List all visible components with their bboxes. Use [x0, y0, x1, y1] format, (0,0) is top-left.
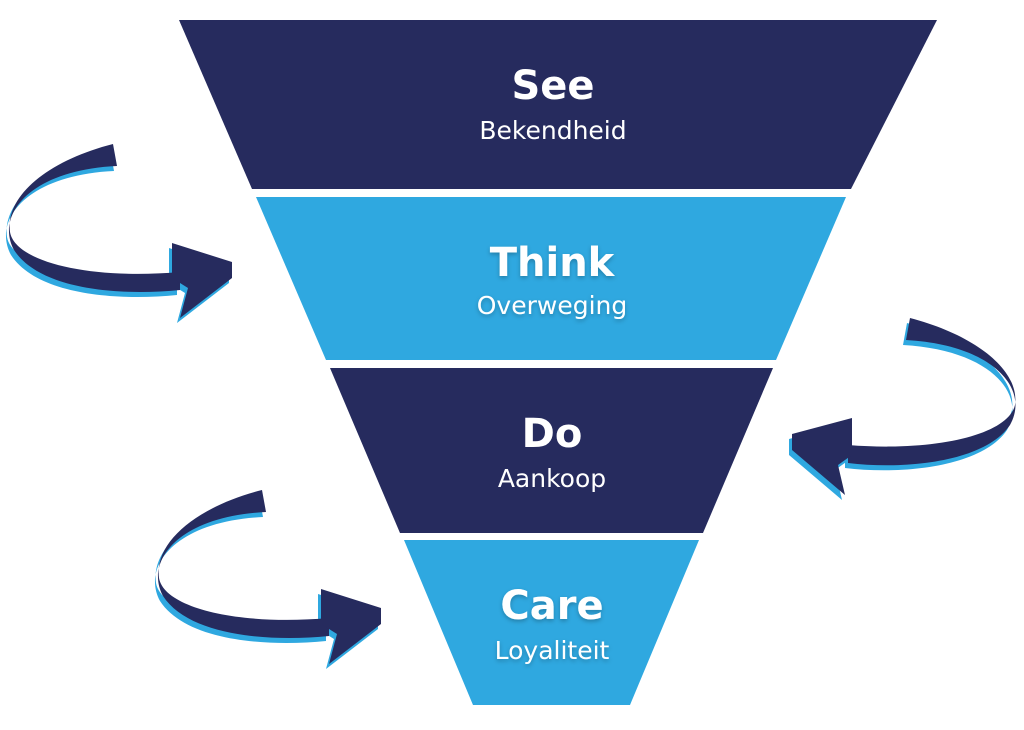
stage-subtitle-think: Overweging: [477, 291, 628, 320]
funnel-band-care: [404, 540, 699, 705]
stage-labels: See Bekendheid Think Overweging Do Aanko…: [477, 63, 628, 665]
stage-title-think: Think: [490, 240, 616, 286]
stage-subtitle-do: Aankoop: [498, 464, 606, 493]
stage-subtitle-care: Loyaliteit: [495, 636, 610, 665]
arrow-left-icon: [792, 318, 1016, 495]
arrow-right-icon: [157, 490, 381, 664]
funnel-band-think: [256, 197, 846, 360]
arrow-right-icon: [8, 144, 232, 318]
stage-title-see: See: [511, 63, 594, 109]
cycle-arrow-right: [789, 318, 1016, 500]
cycle-arrow-left-upper: [5, 144, 232, 323]
stage-subtitle-see: Bekendheid: [479, 116, 626, 145]
funnel-band-do: [330, 368, 773, 533]
stage-title-care: Care: [500, 583, 603, 629]
stage-title-do: Do: [522, 411, 583, 457]
funnel-band-see: [179, 20, 937, 189]
cycle-arrow-left-lower: [154, 490, 381, 669]
funnel: [179, 20, 937, 705]
